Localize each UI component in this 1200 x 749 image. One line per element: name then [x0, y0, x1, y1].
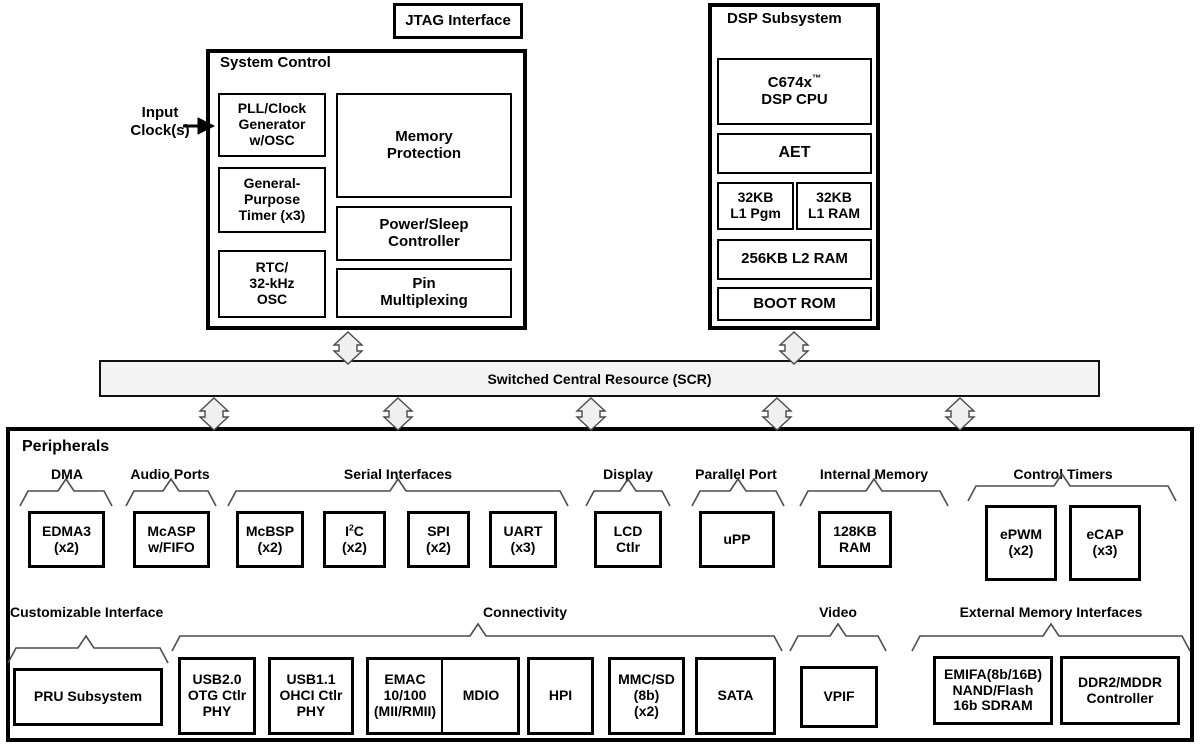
- block-ddr2-mddr-controller[interactable]: DDR2/MDDR Controller: [1060, 656, 1180, 725]
- group-label-customizable-interface: Customizable Interface: [10, 604, 164, 620]
- block-power-sleep-controller[interactable]: Power/Sleep Controller: [336, 206, 512, 261]
- block-upp[interactable]: uPP: [699, 511, 775, 568]
- block-boot-rom[interactable]: BOOT ROM: [717, 287, 872, 321]
- block-pin-multiplexing[interactable]: Pin Multiplexing: [336, 268, 512, 318]
- block-general-purpose-timer[interactable]: General- Purpose Timer (x3): [218, 167, 326, 233]
- i2c-label: I2C(x2): [342, 522, 367, 555]
- block-spi[interactable]: SPI (x2): [407, 511, 470, 568]
- group-label-internal-memory: Internal Memory: [819, 466, 929, 482]
- group-label-external-memory-interfaces: External Memory Interfaces: [959, 604, 1143, 620]
- block-mdio[interactable]: MDIO: [445, 660, 517, 732]
- block-epwm[interactable]: ePWM (x2): [985, 505, 1057, 581]
- group-label-audio-ports: Audio Ports: [130, 466, 210, 482]
- block-lcd-ctlr[interactable]: LCD Ctlr: [594, 511, 662, 568]
- block-aet[interactable]: AET: [717, 133, 872, 174]
- block-pll-clock-generator[interactable]: PLL/Clock Generator w/OSC: [218, 93, 326, 157]
- block-switched-central-resource[interactable]: Switched Central Resource (SCR): [99, 360, 1100, 397]
- arrow-scr-to-peripherals-5: [944, 397, 976, 431]
- block-rtc-32khz-osc[interactable]: RTC/ 32-kHz OSC: [218, 250, 326, 318]
- block-edma3[interactable]: EDMA3 (x2): [28, 511, 105, 568]
- block-mcbsp[interactable]: McBSP (x2): [236, 511, 304, 568]
- block-hpi[interactable]: HPI: [527, 657, 594, 735]
- block-emifa[interactable]: EMIFA(8b/16B) NAND/Flash 16b SDRAM: [933, 656, 1053, 725]
- group-label-parallel-port: Parallel Port: [695, 466, 777, 482]
- block-mcasp-wfifo[interactable]: McASP w/FIFO: [133, 511, 210, 568]
- block-128kb-ram[interactable]: 128KB RAM: [818, 511, 892, 568]
- group-label-video: Video: [819, 604, 857, 620]
- block-32kb-l1-pgm[interactable]: 32KB L1 Pgm: [717, 182, 794, 230]
- block-usb11-ohci[interactable]: USB1.1 OHCI Ctlr PHY: [268, 657, 354, 735]
- block-pru-subsystem[interactable]: PRU Subsystem: [13, 668, 163, 726]
- group-label-control-timers: Control Timers: [1013, 466, 1113, 482]
- block-sata[interactable]: SATA: [695, 657, 776, 735]
- dsp-subsystem-title: DSP Subsystem: [727, 10, 842, 27]
- group-label-display: Display: [603, 466, 653, 482]
- block-mmc-sd[interactable]: MMC/SD (8b) (x2): [608, 657, 685, 735]
- peripherals-title: Peripherals: [22, 438, 110, 455]
- group-label-serial-interfaces: Serial Interfaces: [343, 466, 453, 482]
- block-emac[interactable]: EMAC 10/100 (MII/RMII): [369, 660, 443, 732]
- block-uart[interactable]: UART (x3): [489, 511, 557, 568]
- block-vpif[interactable]: VPIF: [800, 666, 878, 728]
- block-jtag-interface[interactable]: JTAG Interface: [393, 3, 523, 39]
- arrow-scr-to-peripherals-2: [382, 397, 414, 431]
- arrow-scr-to-peripherals-3: [575, 397, 607, 431]
- block-memory-protection[interactable]: Memory Protection: [336, 93, 512, 198]
- block-i2c[interactable]: I2C(x2): [323, 511, 386, 568]
- arrow-scr-to-peripherals-1: [198, 397, 230, 431]
- system-control-title: System Control: [220, 54, 331, 71]
- block-ecap[interactable]: eCAP (x3): [1069, 505, 1141, 581]
- arrow-scr-to-peripherals-4: [761, 397, 793, 431]
- group-label-connectivity: Connectivity: [482, 604, 567, 620]
- block-usb20-otg[interactable]: USB2.0 OTG Ctlr PHY: [178, 657, 256, 735]
- input-clocks-label: Input Clock(s): [130, 104, 190, 139]
- group-label-dma: DMA: [51, 466, 83, 482]
- block-32kb-l1-ram[interactable]: 32KB L1 RAM: [796, 182, 872, 230]
- block-256kb-l2-ram[interactable]: 256KB L2 RAM: [717, 239, 872, 280]
